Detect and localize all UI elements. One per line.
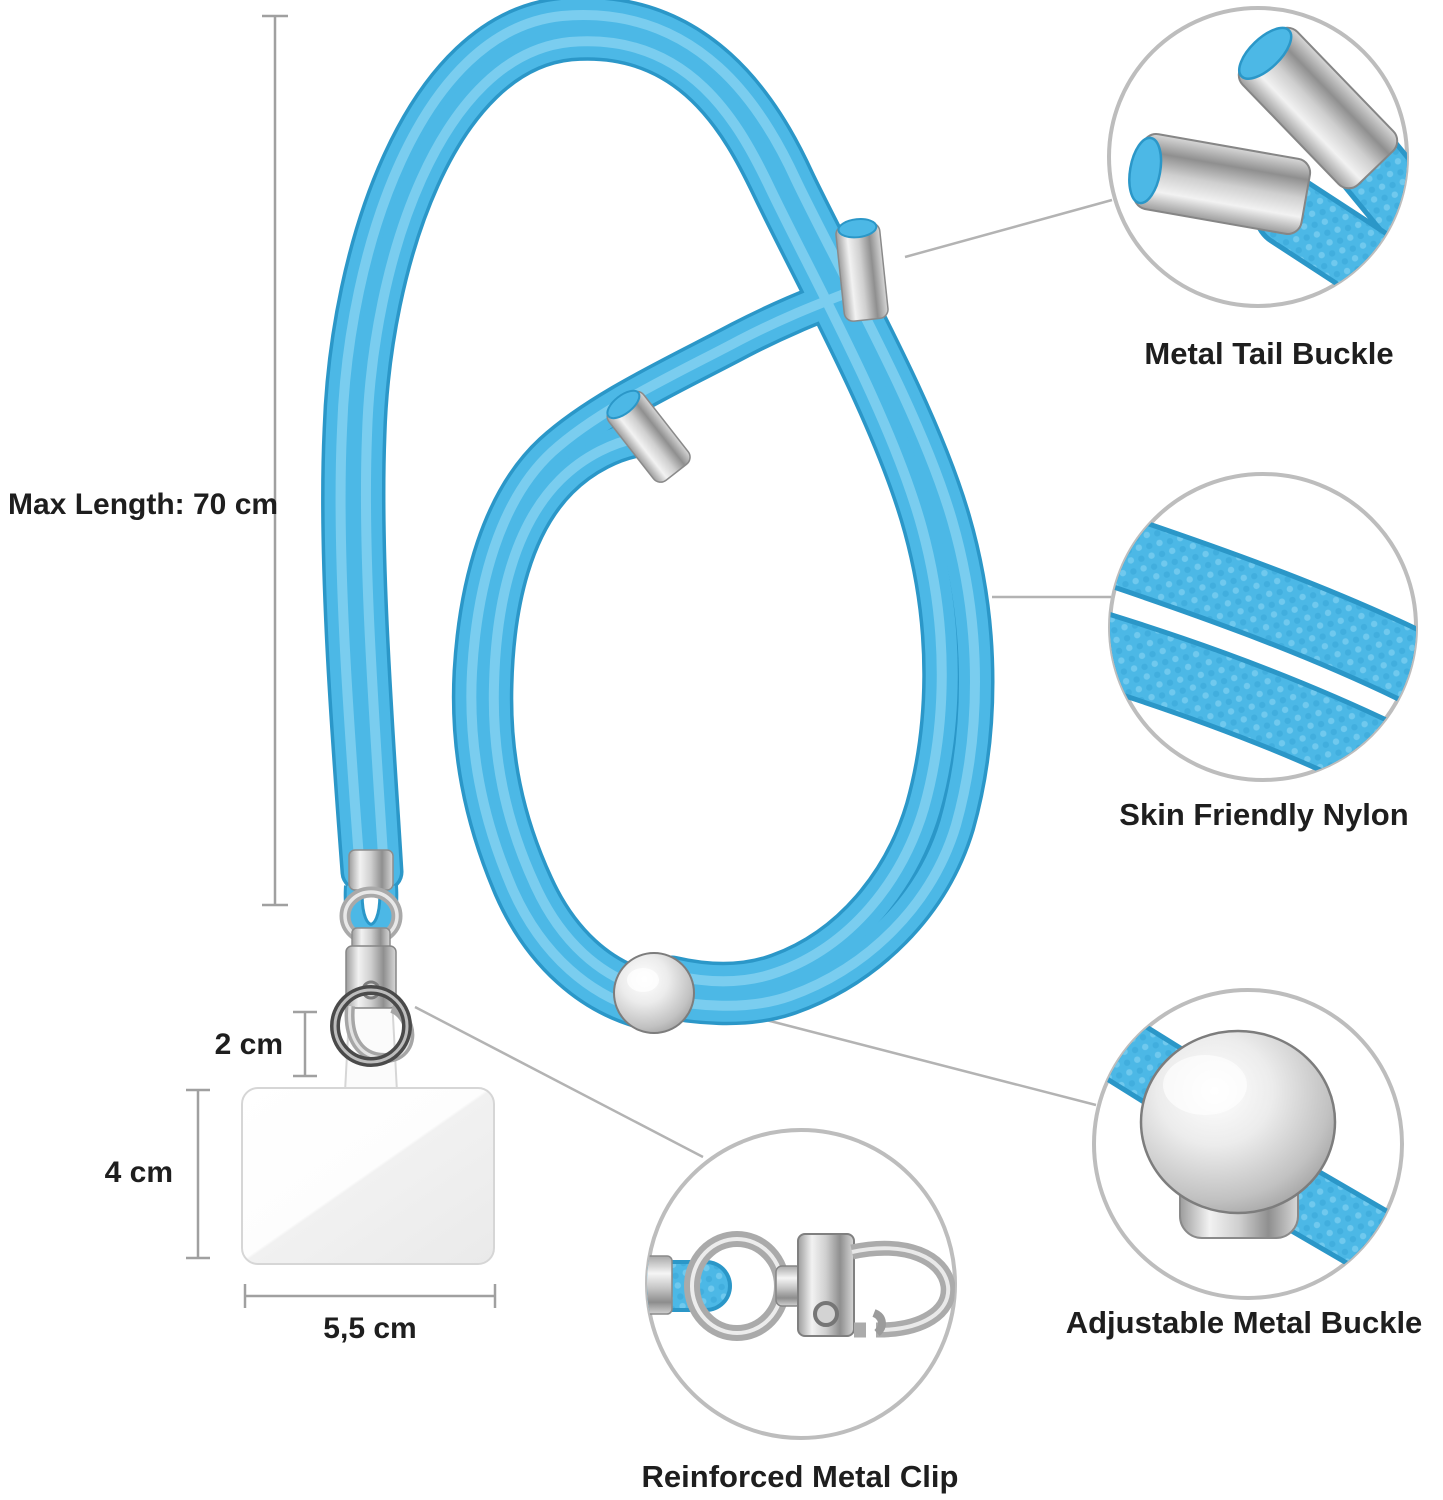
callout-tail-buckle-label: Metal Tail Buckle [1144,336,1394,371]
detail-circle-tail-buckle [1107,6,1409,308]
tab-height-label: 2 cm [214,1028,283,1061]
callout-leader-lines [414,198,1113,1159]
detail-circle-metal-clip [645,1128,957,1440]
metal-tail-cap-left [606,389,691,483]
adjustable-button [613,952,695,1034]
dimension-lines [186,14,497,1308]
detail-circle-nylon [1108,472,1418,782]
callout-adjustable-buckle-label: Adjustable Metal Buckle [1065,1305,1423,1340]
max-length-label: Max Length: 70 cm [8,488,279,521]
lanyard-cord [321,0,995,1033]
detail-circle-adjustable-buckle [1092,988,1404,1300]
card-width-label: 5,5 cm [323,1312,417,1345]
card-height-label: 4 cm [104,1156,173,1189]
callout-nylon-label: Skin Friendly Nylon [1119,797,1409,832]
metal-tail-cap-right [835,218,889,322]
phone-tab-card [241,997,495,1265]
lanyard-clip-assembly [330,849,415,1067]
callout-metal-clip-label: Reinforced Metal Clip [641,1459,959,1494]
